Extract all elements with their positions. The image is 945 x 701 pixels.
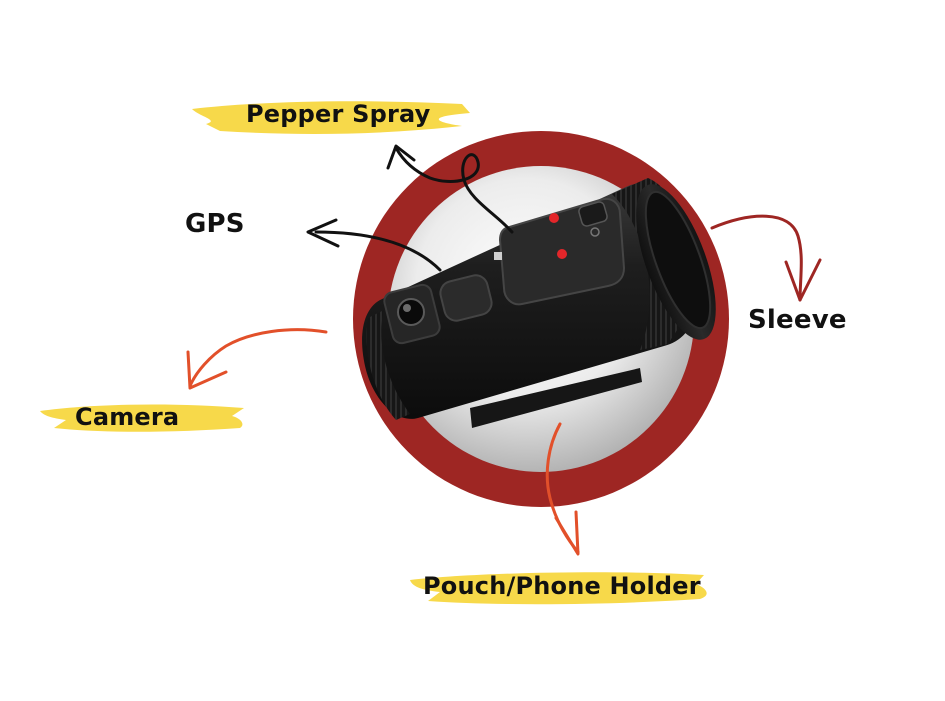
highlight-pouch bbox=[410, 572, 707, 605]
label-pouch-phone-holder: Pouch/Phone Holder bbox=[423, 572, 701, 600]
label-gps: GPS bbox=[185, 209, 245, 239]
label-sleeve: Sleeve bbox=[748, 305, 847, 335]
arrow-gps bbox=[314, 230, 442, 272]
highlight-pepper-spray bbox=[192, 101, 470, 134]
arrow-pepper-spray bbox=[394, 146, 514, 234]
camera-lens bbox=[397, 298, 425, 326]
arrows bbox=[186, 144, 822, 556]
arrow-camera-head bbox=[186, 350, 228, 390]
spray-button-bottom bbox=[557, 249, 567, 259]
arrow-sleeve-head bbox=[784, 258, 822, 302]
arrow-pepper-spray-head bbox=[386, 144, 416, 170]
arrow-camera bbox=[188, 328, 328, 388]
camera-lens-glint bbox=[403, 304, 411, 312]
indicator-light bbox=[590, 227, 600, 237]
end-cap-rim bbox=[644, 190, 712, 330]
device bbox=[362, 178, 716, 428]
device-clip bbox=[470, 368, 642, 428]
pepper-spray-trigger bbox=[578, 201, 608, 227]
arrow-pouch-head bbox=[554, 510, 580, 556]
gps-button bbox=[439, 274, 493, 322]
label-camera: Camera bbox=[75, 403, 180, 431]
arrow-sleeve bbox=[710, 214, 803, 302]
spray-button-top bbox=[549, 213, 559, 223]
arrow-gps-head bbox=[306, 218, 340, 248]
highlight-camera bbox=[40, 404, 244, 432]
left-end-ribs bbox=[366, 310, 410, 420]
usb-port bbox=[494, 252, 502, 260]
highlight-strokes bbox=[40, 101, 707, 605]
label-pepper-spray: Pepper Spray bbox=[246, 100, 431, 128]
